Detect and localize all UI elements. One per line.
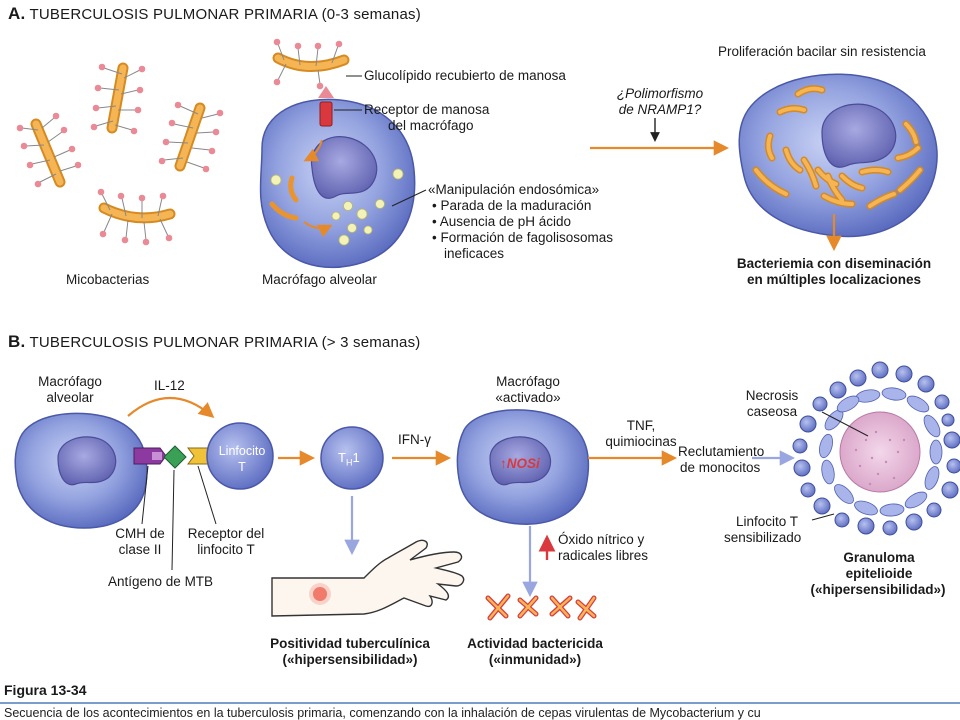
mycobacterium-icon	[97, 188, 176, 246]
nramp-label-1: ¿Polimorfismo	[616, 86, 704, 101]
forearm-hand-icon	[271, 539, 465, 617]
granuloma-label-2: epitelioide	[845, 566, 913, 581]
t-lymphocyte-cell	[206, 422, 274, 490]
macrophage-b-label-2: alveolar	[46, 390, 94, 405]
tnf-label-1: TNF,	[626, 418, 656, 433]
recruit-label-2: de monocitos	[680, 460, 761, 475]
tcr-label-2: linfocito T	[197, 542, 255, 557]
bactericidal-label-2: («inmunidad»)	[488, 652, 582, 667]
lymphocyte-label-2: T	[238, 460, 246, 474]
bullet-item: • Ausencia de pH ácido	[432, 214, 572, 229]
bullet-item: • Formación de fagolisosomas	[432, 230, 614, 245]
endosomal-bullets: • Parada de la maduración • Ausencia de …	[432, 198, 613, 262]
recruit-label-1: Reclutamiento	[678, 444, 765, 459]
bacteremia-label-1: Bacteriemia con diseminación	[736, 256, 932, 271]
necrosis-label-1: Necrosis	[745, 388, 799, 403]
mhc-label-1: CMH de	[115, 526, 165, 541]
infected-macrophage-cell	[738, 73, 938, 238]
necrosis-label-2: caseosa	[746, 404, 798, 419]
positivity-label-2: («hipersensibilidad»)	[282, 652, 418, 667]
nitric-oxide-label-2: radicales libres	[558, 548, 649, 563]
activated-macrophage-label-1: Macrófago	[496, 374, 560, 389]
mhc-label-2: clase II	[118, 542, 162, 557]
endosomal-label: «Manipulación endosómica»	[428, 182, 600, 197]
activated-macrophage-label-2: «activado»	[495, 390, 561, 405]
macrophage-b-label-1: Macrófago	[38, 374, 102, 389]
caption-divider	[0, 702, 960, 704]
mannose-receptor-icon	[318, 86, 362, 127]
receptor-label-1: Receptor de manosa	[364, 102, 490, 117]
nitric-oxide-label-1: Óxido nítrico y	[558, 532, 645, 547]
alveolar-macrophage-cell	[259, 98, 416, 269]
ifn-label: IFN-γ	[398, 432, 431, 447]
figure-number: Figura 13-34	[4, 682, 87, 698]
sensitized-lymphocyte-label-2: sensibilizado	[724, 530, 802, 545]
bullet-item: • Parada de la maduración	[432, 198, 592, 213]
il12-label: IL-12	[154, 378, 185, 393]
nosi-label: ↑NOSi	[500, 456, 540, 471]
mycobacterium-icon	[16, 112, 82, 188]
th1-label: TH1	[338, 450, 360, 468]
lymphocyte-label-1: Linfocito	[218, 444, 266, 458]
granuloma-icon	[792, 361, 960, 536]
bactericidal-label-1: Actividad bactericida	[467, 636, 603, 651]
antigen-presentation-complex	[133, 445, 211, 469]
activated-macrophage-cell	[456, 409, 590, 525]
positivity-label-1: Positividad tuberculínica	[270, 636, 430, 651]
bacteremia-label-2: en múltiples localizaciones	[746, 272, 922, 287]
granuloma-label-3: («hipersensibilidad»)	[810, 582, 946, 597]
dead-bacilli-icon	[485, 593, 597, 621]
tcr-label-1: Receptor del	[187, 526, 265, 541]
nramp-label-2: de NRAMP1?	[618, 102, 702, 117]
section-a-title: A. TUBERCULOSIS PULMONAR PRIMARIA (0-3 s…	[8, 4, 421, 23]
il12-arrow	[127, 397, 215, 419]
mannose-glycolipid-icon	[272, 38, 350, 90]
sensitized-lymphocyte-label-1: Linfocito T	[736, 514, 799, 529]
tnf-label-2: quimiocinas	[605, 434, 677, 449]
mycobacteria-label: Micobacterias	[66, 272, 150, 287]
alveolar-macrophage-b-cell	[14, 412, 148, 529]
section-b-title: B. TUBERCULOSIS PULMONAR PRIMARIA (> 3 s…	[8, 332, 421, 351]
th1-cell	[320, 426, 384, 490]
bullet-item-continuation: ineficaces	[444, 246, 505, 261]
granuloma-label-1: Granuloma	[843, 550, 915, 565]
glycolipid-label: Glucolípido recubierto de manosa	[364, 68, 566, 83]
mycobacteria-group	[16, 62, 224, 246]
antigen-label: Antígeno de MTB	[108, 574, 214, 589]
alveolar-macrophage-label: Macrófago alveolar	[262, 272, 377, 287]
figure-caption: Secuencia de los acontecimientos en la t…	[4, 706, 761, 720]
mycobacterium-icon	[90, 62, 146, 135]
mycobacterium-icon	[158, 101, 224, 173]
proliferation-label: Proliferación bacilar sin resistencia	[718, 44, 926, 59]
receptor-label-2: del macrófago	[388, 118, 474, 133]
